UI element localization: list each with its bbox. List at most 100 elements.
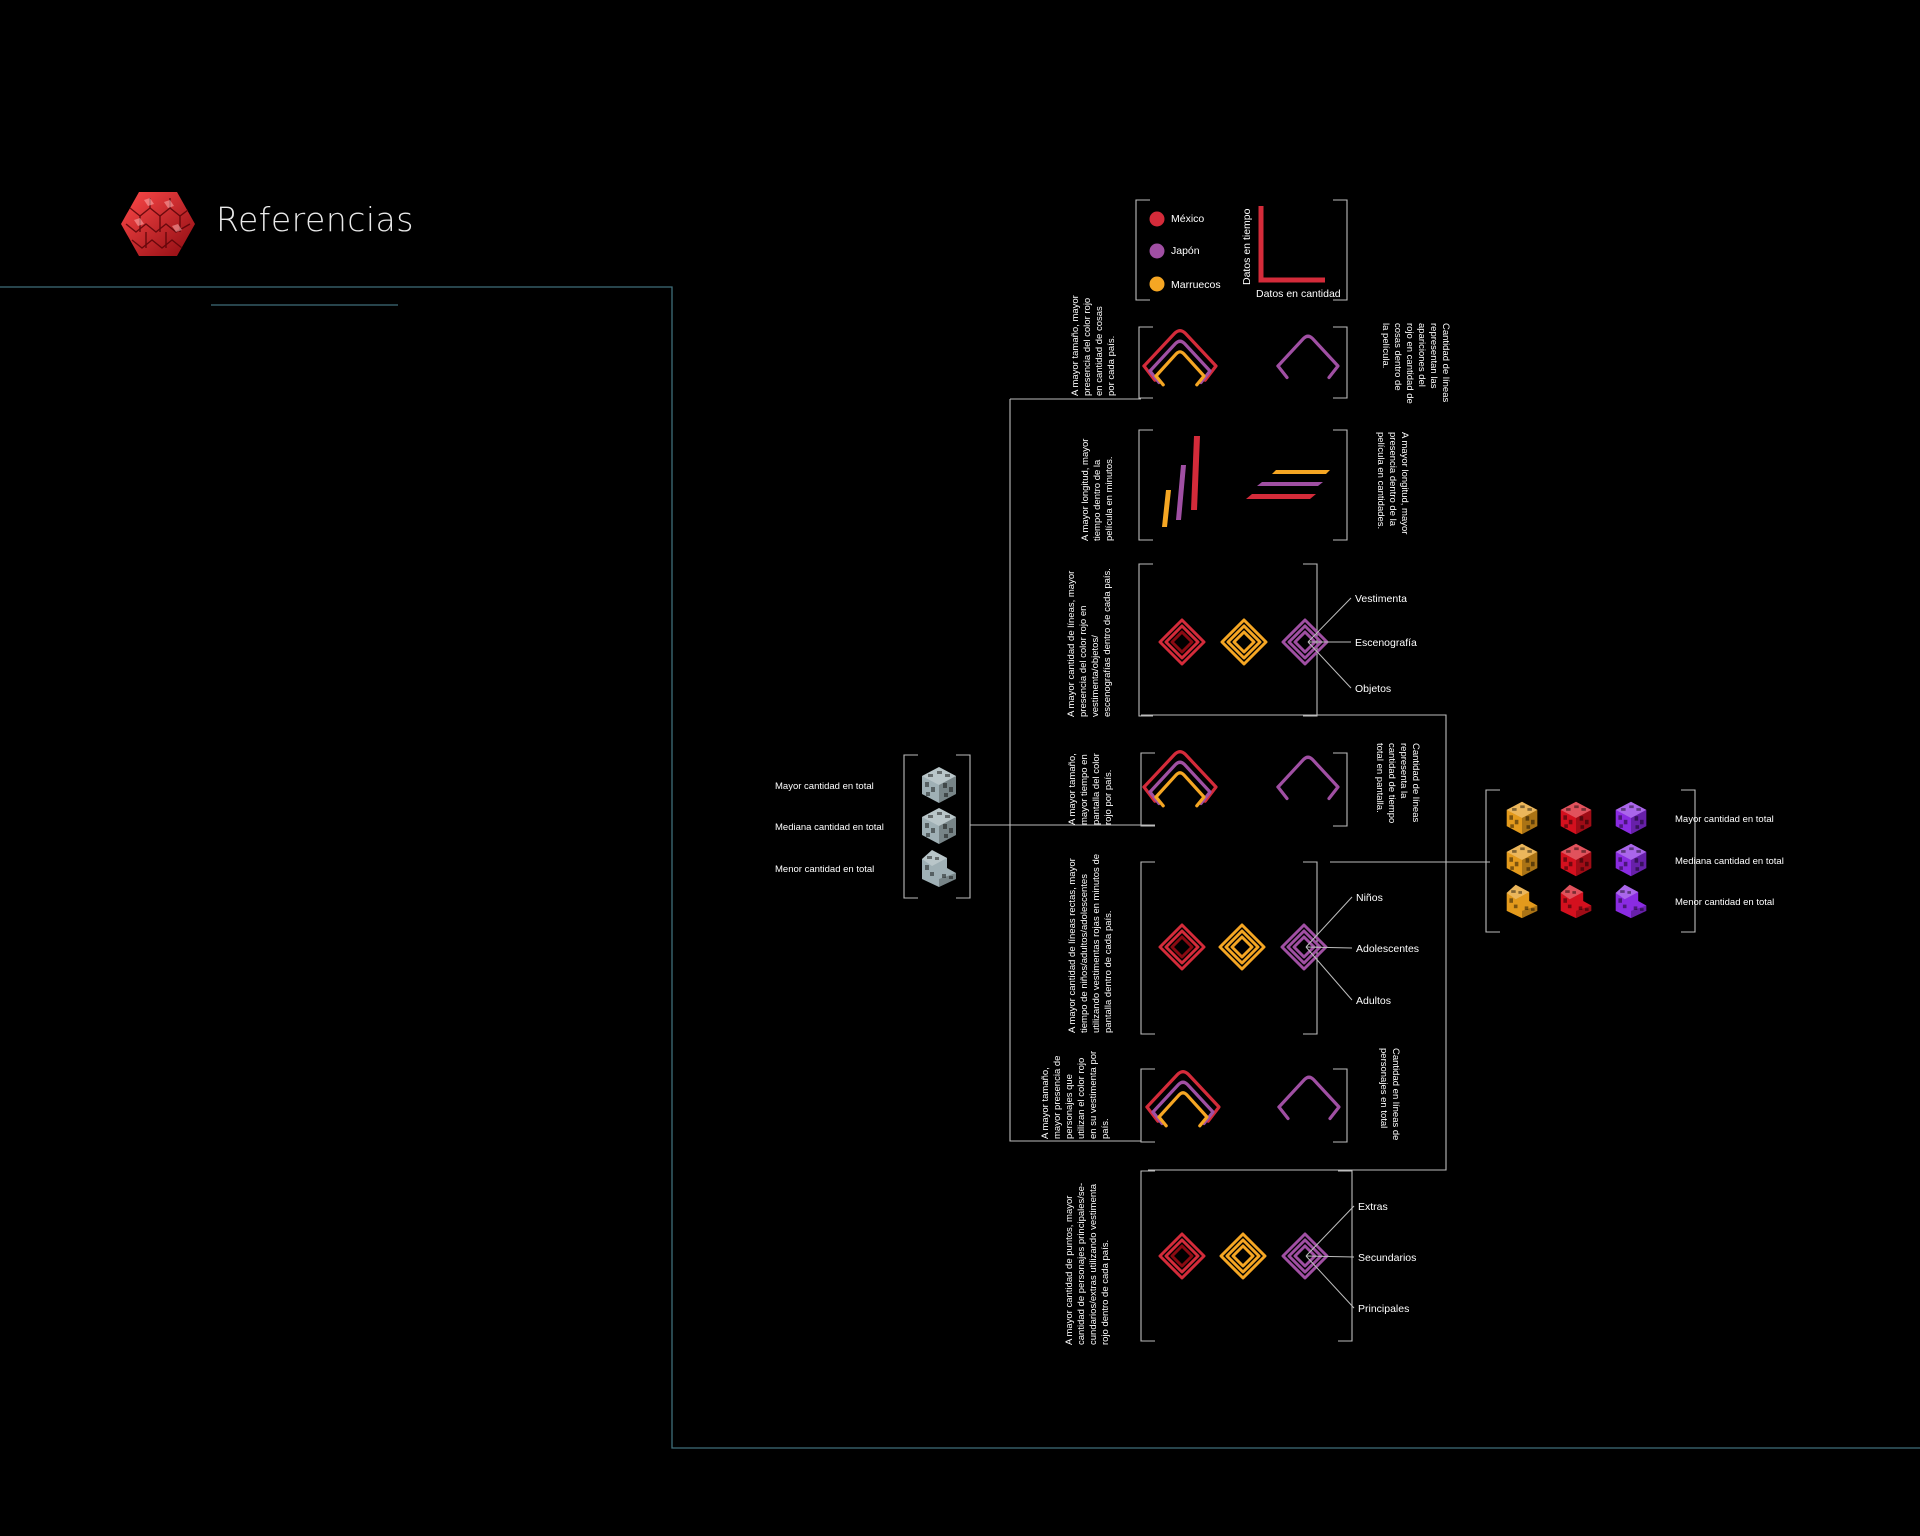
text-line: Cantidad de líneas: [1440, 323, 1451, 402]
connector-lines: [970, 398, 1490, 1171]
cube-icon: [1506, 843, 1538, 877]
text-line: A mayor tamaño, mayor: [1070, 295, 1081, 396]
bar-mexico: [1191, 436, 1200, 510]
branch-label: Extras: [1358, 1201, 1388, 1213]
text-line: rojo en cantidad de: [1404, 323, 1415, 404]
branch-line: [1305, 1205, 1355, 1257]
chevron-line: [1148, 369, 1161, 385]
chevron-line: [1276, 755, 1340, 801]
text-line: presencia del color rojo: [1082, 298, 1093, 396]
chevron-line: [1142, 750, 1218, 803]
diamond-icon: [1281, 1232, 1329, 1280]
chevron-line: [1148, 760, 1212, 806]
cube-legend-label: Mayor cantidad en total: [775, 781, 874, 792]
branch-label: Adultos: [1356, 995, 1391, 1007]
chevron-line: [1276, 334, 1340, 380]
text-line: A mayor longitud, mayor: [1399, 432, 1410, 534]
text-line: por cada país.: [1106, 336, 1117, 396]
chevron-line: [1148, 790, 1161, 806]
branch-label: Secundarios: [1358, 1252, 1416, 1264]
time-bars: [1162, 436, 1330, 527]
branch-label: Escenografía: [1355, 637, 1417, 649]
bar-marruecos: [1162, 490, 1171, 527]
legend-item-japon: Japón: [1149, 243, 1200, 259]
cube-icon: [1615, 884, 1647, 919]
text-line: A mayor cantidad de líneas rectas, mayor: [1067, 858, 1078, 1033]
text-line: vestimenta/objetos/: [1090, 635, 1101, 717]
cube-legend-label: Menor cantidad en total: [1675, 897, 1774, 908]
country-legend: México Japón Marruecos Datos en tiempo D…: [1149, 206, 1341, 300]
diamond-icon: [1219, 1232, 1267, 1280]
hbar-marruecos: [1272, 470, 1330, 474]
text-line: Cantidad en líneas de: [1390, 1048, 1401, 1140]
cube-legend-label: Menor cantidad en total: [775, 864, 874, 875]
marruecos-dot: [1149, 276, 1165, 292]
text-line: apariciones del: [1416, 323, 1427, 387]
cube-icon: [922, 808, 956, 844]
text-line: mayor tiempo en: [1079, 754, 1090, 825]
chevron-line: [1142, 329, 1218, 382]
page-title: Referencias: [216, 200, 414, 239]
legend-label: Japón: [1171, 245, 1200, 257]
hbar-mexico: [1246, 494, 1316, 499]
branch-label: Vestimenta: [1355, 593, 1407, 605]
text-line: utilizando vestimentas rojas en minutos …: [1091, 854, 1102, 1033]
branch-label: Adolescentes: [1356, 943, 1419, 955]
axis-time-label: Datos en tiempo: [1241, 208, 1253, 285]
cube-legend-label: Mayor cantidad en total: [1675, 814, 1774, 825]
chevron-line: [1276, 364, 1289, 380]
connector-line: [1009, 399, 1141, 1142]
text-line: Cantidad de líneas: [1410, 743, 1421, 822]
outer-frame: [0, 286, 1920, 1449]
branch-line: [1305, 946, 1353, 949]
cube-icon: [1506, 884, 1538, 919]
branch-groups: VestimentaEscenografíaObjetosNiñosAdoles…: [1305, 593, 1419, 1315]
text-line: en cantidad de cosas: [1094, 306, 1105, 396]
diamond-symbols: [1158, 618, 1329, 1280]
text-line: presencia dentro de la: [1387, 432, 1398, 527]
cube-legend-label: Mediana cantidad en total: [1675, 856, 1784, 867]
branch-line: [1307, 641, 1352, 689]
chevron-line: [1277, 1105, 1290, 1121]
chevron-line: [1151, 1110, 1164, 1126]
axis-l-icon: [1258, 206, 1325, 283]
cube-icon: [1560, 884, 1592, 919]
chevron-line: [1145, 1105, 1160, 1123]
text-line: tiempo dentro de la: [1092, 459, 1103, 541]
chevron-line: [1142, 785, 1157, 803]
text-line: cundarios/extras utilizando vestimenta: [1088, 1183, 1099, 1345]
bracket: [903, 754, 971, 899]
chevron-line: [1148, 339, 1212, 385]
legend-item-marruecos: Marruecos: [1149, 276, 1221, 292]
logo-icon: [120, 190, 196, 258]
bracket: [1485, 789, 1696, 933]
legend-item-mexico: México: [1149, 211, 1204, 227]
chevron-symbols: [1142, 329, 1341, 1128]
chevron-line: [1154, 350, 1206, 387]
chevron-line: [1157, 1115, 1168, 1128]
chevron-line: [1142, 364, 1157, 382]
bracket: [1135, 199, 1348, 301]
branch-label: Objetos: [1355, 683, 1391, 695]
axis-quantity-label: Datos en cantidad: [1256, 288, 1341, 300]
bracket: [1138, 429, 1348, 541]
diamond-icon: [1158, 618, 1206, 666]
diamond-icon: [1158, 1232, 1206, 1280]
text-line: pantalla dentro de cada país.: [1103, 910, 1114, 1033]
diamond-icon: [1280, 923, 1328, 971]
text-line: A mayor tamaño,: [1067, 753, 1078, 825]
text-line: personajes que: [1064, 1074, 1075, 1139]
text-line: en su vestimenta por: [1088, 1051, 1099, 1139]
hbar-japon: [1257, 482, 1323, 486]
brackets: [903, 199, 1696, 1342]
